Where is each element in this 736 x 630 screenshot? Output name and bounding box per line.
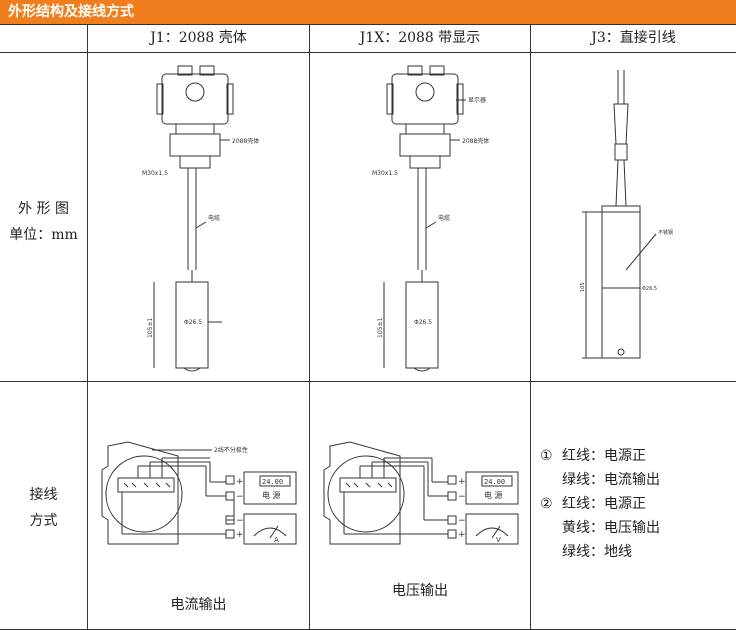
col-header-j3: J3：直接引线 xyxy=(591,30,676,46)
j1-diameter-label: Φ26.5 xyxy=(184,319,202,326)
voltage-output-caption: 电压输出 xyxy=(392,583,448,599)
current-wiring-diagram: 2线不分极性 + − − + 24.00 电 源 A xyxy=(101,441,297,545)
table-border-top xyxy=(0,24,736,25)
current-plus-1: + xyxy=(236,477,244,487)
voltage-supply-label: 电 源 xyxy=(484,490,503,500)
j1x-housing-label: 2088壳体 xyxy=(462,137,489,145)
j1x-diameter-label: Φ26.5 xyxy=(414,319,432,326)
lead-wire-text: 绿线：地线 xyxy=(562,544,632,560)
current-readout: 24.00 xyxy=(262,478,283,486)
col-divider-2 xyxy=(309,24,310,630)
current-plus-2: + xyxy=(236,530,244,540)
j1-housing-label: 2088壳体 xyxy=(232,137,259,145)
j1x-length-label: 105±1 xyxy=(377,318,384,338)
row-divider xyxy=(0,381,736,382)
voltage-minus-2: − xyxy=(458,516,466,526)
j3-length-label: 105 xyxy=(580,282,586,292)
lead-wire-text: 红线：电源正 xyxy=(562,448,646,464)
section-banner: 外形结构及接线方式 xyxy=(0,0,736,24)
j1-thread-label: M30x1.5 xyxy=(142,170,168,177)
col-divider-1 xyxy=(87,24,88,630)
lead-wire-text: 绿线：电流输出 xyxy=(562,472,660,488)
wiring-row-label: 接线 方式 xyxy=(0,482,87,534)
voltage-wiring-diagram: + − − + 24.00 电 源 V xyxy=(323,441,519,545)
voltage-plus-2: + xyxy=(458,530,466,540)
current-minus-1: − xyxy=(236,492,244,502)
j1x-cable-label: 电缆 xyxy=(438,214,450,222)
header-divider xyxy=(0,52,736,53)
j1x-thread-label: M30x1.5 xyxy=(372,170,398,177)
lead-wire-item: 黄线：电压输出 xyxy=(540,516,660,540)
current-note-label: 2线不分极性 xyxy=(214,446,248,454)
lead-wire-text: 红线：电源正 xyxy=(562,496,646,512)
voltage-minus-1: − xyxy=(458,492,466,502)
current-output-caption: 电流输出 xyxy=(170,597,227,613)
lead-wire-item: 绿线：地线 xyxy=(540,540,660,564)
lead-wire-number: ① xyxy=(540,448,553,464)
lead-wire-number: ② xyxy=(540,496,553,512)
lead-wire-item: ① 红线：电源正 xyxy=(540,444,660,468)
lead-wire-item: ② 红线：电源正 xyxy=(540,492,660,516)
voltage-meter-label: V xyxy=(496,536,501,544)
outline-label-line1: 外 形 图 xyxy=(18,201,69,217)
outline-row-label: 外 形 图 单位：mm xyxy=(0,196,87,248)
voltage-readout: 24.00 xyxy=(484,478,505,486)
j1-cable-label: 电缆 xyxy=(208,214,220,222)
j3-diameter-label: Φ26.5 xyxy=(642,286,657,292)
voltage-plus-1: + xyxy=(458,477,466,487)
col-header-j1: J1：2088 壳体 xyxy=(150,30,247,46)
j1-outline-drawing: 2088壳体 M30x1.5 电缆 Φ26.5 105±1 xyxy=(142,65,259,372)
current-minus-2: − xyxy=(236,516,244,526)
wiring-label-line1: 接线 xyxy=(29,487,58,503)
lead-wire-item: 绿线：电流输出 xyxy=(540,468,660,492)
j1x-display-label: 显示器 xyxy=(468,97,486,104)
current-supply-label: 电 源 xyxy=(262,490,281,500)
current-meter-label: A xyxy=(274,536,279,544)
j3-outline-drawing: 不锈钢 Φ26.5 105 xyxy=(580,70,673,359)
wiring-label-line2: 方式 xyxy=(29,513,58,529)
j1-length-label: 105±1 xyxy=(147,318,154,338)
lead-wire-text: 黄线：电压输出 xyxy=(562,520,660,536)
j3-material-label: 不锈钢 xyxy=(658,229,673,236)
j1x-outline-drawing: 显示器 2088壳体 M30x1.5 电缆 Φ26.5 105±1 xyxy=(372,65,489,372)
col-divider-3 xyxy=(530,24,531,630)
outline-label-line2: 单位：mm xyxy=(9,227,78,243)
lead-wire-list: ① 红线：电源正 绿线：电流输出 ② 红线：电源正 黄线：电压输出 绿线：地线 xyxy=(540,444,660,564)
col-header-j1x: J1X：2088 带显示 xyxy=(359,30,481,46)
